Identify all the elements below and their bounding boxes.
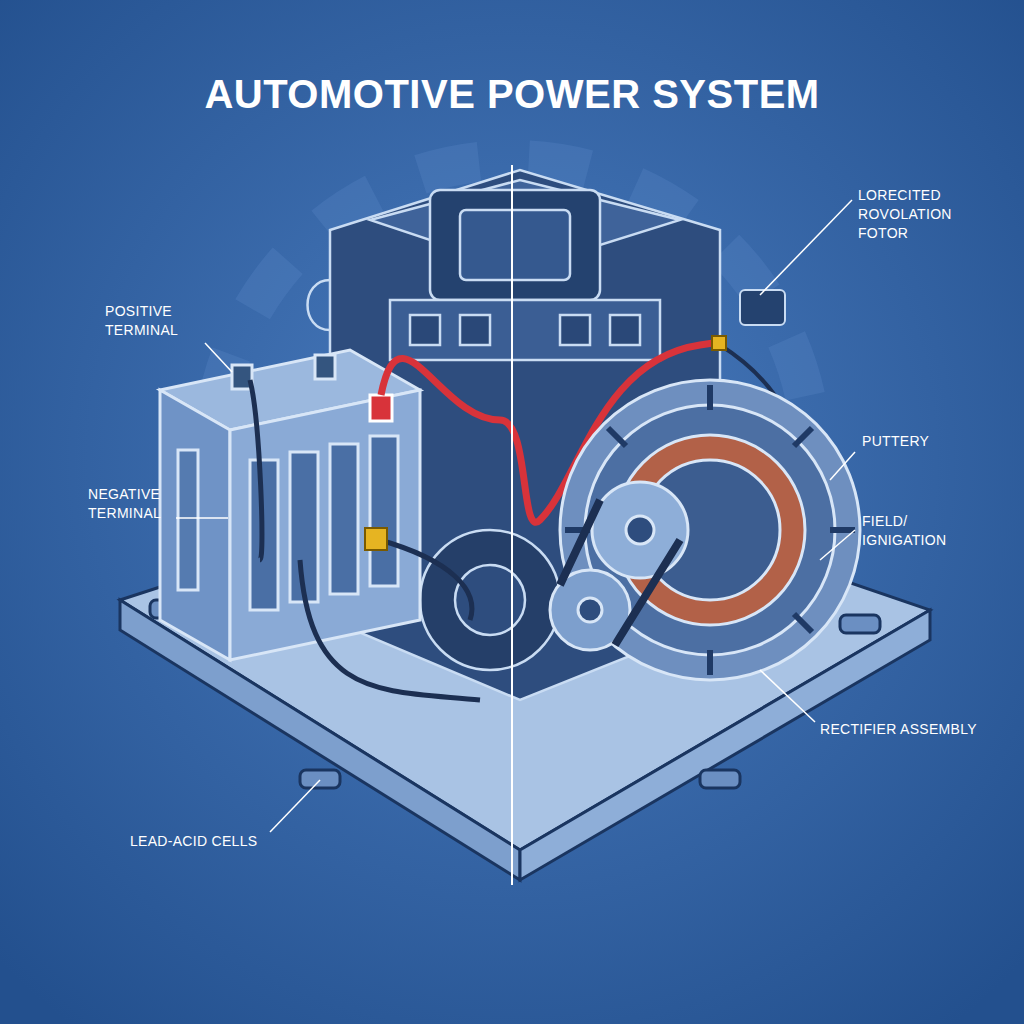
alternator-part-part: [830, 527, 855, 533]
engine-block-part: [560, 315, 590, 345]
leader-lines-part: [820, 530, 855, 560]
leader-lines: [176, 200, 855, 832]
center-divider-part: [511, 165, 513, 885]
engine-block-part: [308, 280, 331, 330]
alternator-part: [578, 598, 602, 622]
engine-block-part: [390, 300, 660, 360]
center-divider: [512, 165, 513, 885]
wires-part: [380, 540, 472, 620]
wires-part: [300, 560, 480, 700]
engine-block-part: [410, 315, 440, 345]
engine-block-part: [460, 210, 570, 280]
callout-label: LORECITED ROVOLATION FOTOR: [858, 186, 988, 243]
battery-part: [315, 355, 335, 379]
mounting-base-part: [300, 770, 340, 788]
wires-part: [365, 528, 387, 550]
mounting-base-part: [700, 770, 740, 788]
callout-label: POSITIVE TERMINAL: [105, 302, 215, 340]
leader-lines-part: [205, 343, 232, 372]
engine-block-part: [460, 315, 490, 345]
alternator: [550, 380, 860, 680]
callout-label: FIELD/ IGNIGATION: [862, 512, 982, 550]
wires-part: [712, 336, 726, 350]
battery-part: [370, 395, 392, 421]
alternator-part: [626, 516, 654, 544]
battery-part: [370, 436, 398, 586]
callout-label: RECTIFIER ASSEMBLY: [820, 720, 1010, 739]
callout-label: NEGATIVE TERMINAL: [88, 485, 198, 523]
battery-part: [178, 450, 198, 590]
alternator-part: [592, 482, 688, 578]
callout-label: PUTTERY: [862, 432, 982, 451]
wires-part: [250, 380, 262, 560]
engine-block-part: [610, 315, 640, 345]
callout-label: LEAD-ACID CELLS: [130, 832, 330, 851]
battery-part: [330, 444, 358, 594]
engine-block-part: [420, 530, 560, 670]
battery: [160, 350, 420, 660]
diagram-title: AUTOMOTIVE POWER SYSTEM: [204, 72, 819, 117]
wires-part: [740, 290, 785, 325]
engine-block-part: [455, 565, 525, 635]
leader-lines-part: [176, 517, 228, 519]
alternator-part: [560, 500, 680, 645]
alternator-part-part: [707, 650, 713, 675]
alternator-part-part: [707, 385, 713, 410]
leader-lines-part: [830, 452, 855, 480]
alternator-part-part: [608, 428, 626, 446]
engine-block-part: [430, 190, 600, 300]
alternator-part-part: [794, 614, 812, 632]
mounting-base-part: [840, 615, 880, 633]
battery-part: [160, 390, 230, 660]
leader-lines-part: [270, 780, 320, 832]
alternator-part-part: [794, 428, 812, 446]
leader-lines-part: [760, 670, 815, 722]
leader-lines-part: [760, 200, 852, 295]
